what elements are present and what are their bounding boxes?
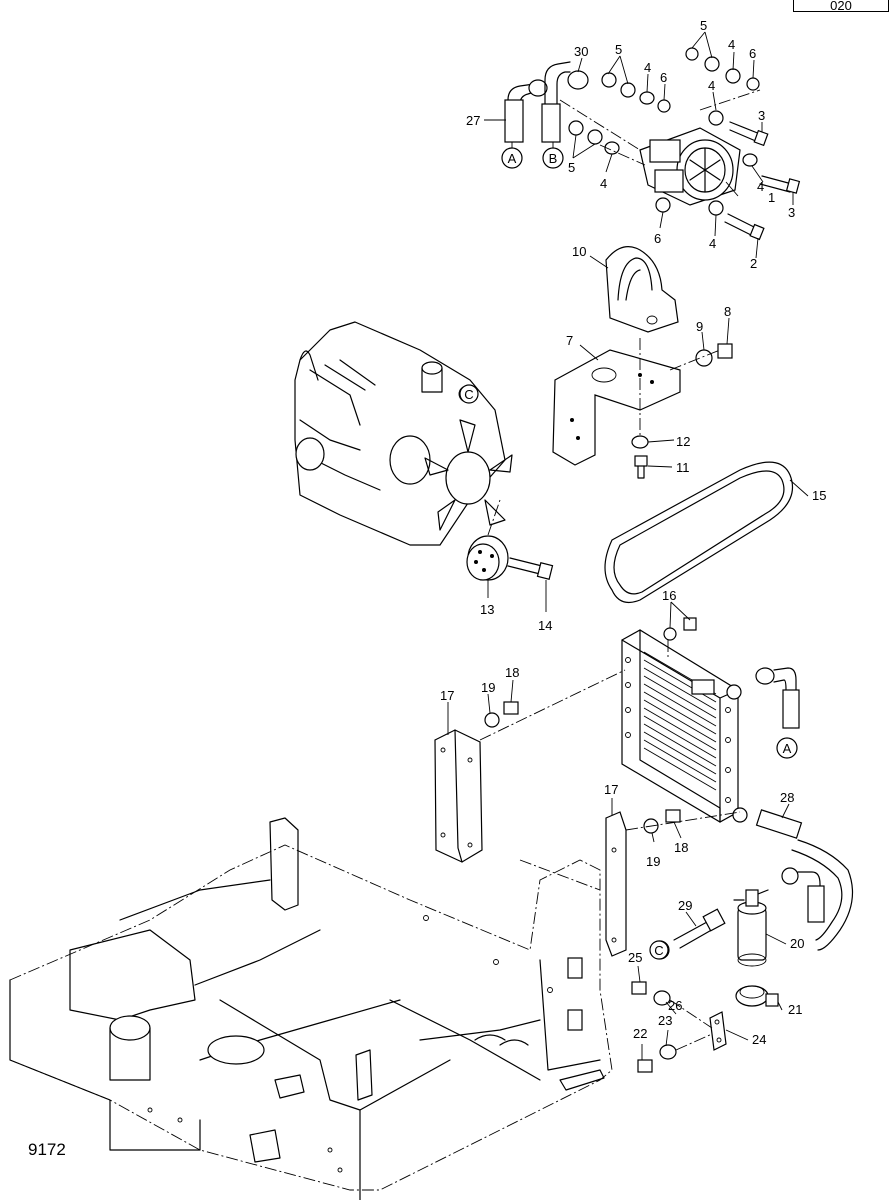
- callout-5c: 5: [568, 160, 575, 175]
- callout-19a: 19: [481, 680, 495, 695]
- reference-markers: A B C A C: [459, 147, 798, 960]
- v-belt: [604, 461, 794, 603]
- condenser-core: [621, 617, 748, 823]
- callout-13: 13: [480, 602, 494, 617]
- ref-c-fitting-label: C: [654, 943, 663, 958]
- receiver-drier: [650, 889, 769, 967]
- pulley-assembly: [466, 499, 554, 581]
- callout-27: 27: [466, 113, 480, 128]
- callout-22: 22: [633, 1026, 647, 1041]
- ref-a-top-label: A: [508, 151, 517, 166]
- callout-4d: 4: [600, 176, 607, 191]
- callout-1: 1: [768, 190, 775, 205]
- callout-16: 16: [662, 588, 676, 603]
- callout-4b: 4: [644, 60, 651, 75]
- callout-20: 20: [790, 936, 804, 951]
- ref-c-engine-label: C: [464, 387, 473, 402]
- callout-6a: 6: [749, 46, 756, 61]
- page-number-tab: 020: [793, 0, 889, 12]
- compressor-assembly: [504, 47, 801, 241]
- ref-a-right: A: [776, 737, 798, 759]
- callout-3b: 3: [788, 205, 795, 220]
- callout-9: 9: [696, 319, 703, 334]
- callout-4f: 4: [709, 236, 716, 251]
- callout-12: 12: [676, 434, 690, 449]
- callout-8: 8: [724, 304, 731, 319]
- callout-19b: 19: [646, 854, 660, 869]
- callout-25: 25: [628, 950, 642, 965]
- callout-23: 23: [658, 1013, 672, 1028]
- callout-17b: 17: [604, 782, 618, 797]
- clamp-assembly: [631, 981, 779, 1073]
- figure-id: 9172: [28, 1140, 66, 1159]
- ref-a-top: A: [501, 147, 523, 169]
- mount-bracket-left: [434, 669, 626, 863]
- callout-3a: 3: [758, 108, 765, 123]
- callout-6b: 6: [660, 70, 667, 85]
- engine-fan: [424, 419, 513, 531]
- callout-28: 28: [780, 790, 794, 805]
- ref-c-fitting: C: [649, 940, 669, 960]
- page-number-text: 020: [830, 0, 852, 12]
- callout-5a: 5: [700, 18, 707, 33]
- callout-4a: 4: [728, 37, 735, 52]
- callout-30: 30: [574, 44, 588, 59]
- ref-a-right-label: A: [783, 741, 792, 756]
- callout-26: 26: [668, 998, 682, 1013]
- compressor-bracket-assembly: [552, 246, 733, 479]
- callout-17a: 17: [440, 688, 454, 703]
- callout-21: 21: [788, 1002, 802, 1017]
- callout-29: 29: [678, 898, 692, 913]
- callout-14: 14: [538, 618, 552, 633]
- callout-11: 11: [676, 460, 690, 475]
- ref-c-engine: C: [459, 384, 479, 404]
- ref-b-top-label: B: [549, 151, 558, 166]
- ref-b-top: B: [542, 147, 564, 169]
- callout-7: 7: [566, 333, 573, 348]
- callout-15: 15: [812, 488, 826, 503]
- hose-a-right: [755, 667, 800, 729]
- callout-4c: 4: [708, 78, 715, 93]
- upper-frame: [9, 817, 613, 1200]
- callout-24: 24: [752, 1032, 766, 1047]
- callout-18b: 18: [674, 840, 688, 855]
- callout-5b: 5: [615, 42, 622, 57]
- callout-4e: 4: [757, 179, 764, 194]
- engine-block: [294, 321, 513, 546]
- callout-18a: 18: [505, 665, 519, 680]
- callout-10: 10: [572, 244, 586, 259]
- mount-bracket-right: [605, 809, 741, 957]
- callout-6c: 6: [654, 231, 661, 246]
- part-callouts: 1 2 3 3 4 4 4 4 4 4 5 5 5 6 6 6 7 8 9 10…: [440, 18, 826, 1047]
- leader-lines: [447, 31, 809, 1060]
- callout-2: 2: [750, 256, 757, 271]
- pipe-and-hose: [755, 809, 854, 951]
